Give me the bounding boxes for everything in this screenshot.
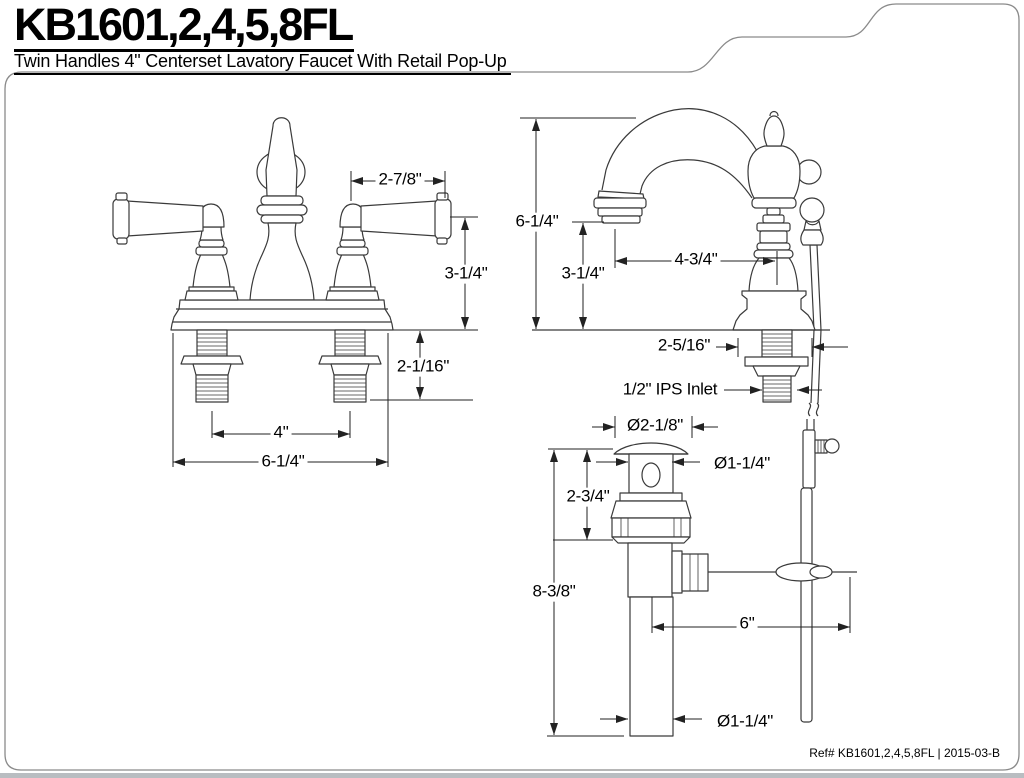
dimension-arrowheads — [173, 119, 850, 735]
shank-right — [318, 329, 382, 403]
dim-spout-reach: 4-3/4" — [671, 250, 721, 270]
page-title: KB1601,2,4,5,8FL — [14, 0, 354, 52]
shank-left — [180, 329, 244, 403]
dim-shank-width: 2-5/16" — [654, 336, 714, 356]
dim-overall-height: 6-1/4" — [512, 212, 562, 232]
handle-right — [325, 192, 452, 301]
faucet-front-view — [112, 117, 452, 403]
handle-left — [112, 192, 239, 301]
dim-handle-length: 2-7/8" — [375, 170, 425, 190]
faucet-side-view — [532, 108, 857, 737]
dim-shank-depth: 2-1/16" — [393, 357, 453, 377]
dim-lift-rod-length: 6" — [736, 614, 758, 634]
pop-up-drain — [610, 442, 709, 737]
page-subtitle: Twin Handles 4" Centerset Lavatory Fauce… — [14, 52, 511, 75]
dim-handle-height: 3-1/4" — [441, 264, 491, 284]
label-ips-inlet: 1/2" IPS Inlet — [619, 380, 721, 400]
lift-rod — [799, 197, 825, 331]
dim-drain-upper-height: 2-3/4" — [563, 487, 613, 507]
lift-rod-lower — [800, 329, 840, 723]
dim-drain-flange-diameter: Ø2-1/8" — [624, 416, 686, 436]
dim-overall-width: 6-1/4" — [258, 452, 308, 472]
dim-drain-body-diameter: Ø1-1/4" — [711, 454, 773, 474]
reference-number: Ref# KB1601,2,4,5,8FL | 2015-03-B — [809, 746, 1000, 760]
page-edge — [0, 773, 1024, 778]
sheet-border — [4, 3, 1020, 771]
dim-tailpiece-diameter: Ø1-1/4" — [714, 712, 776, 732]
supply-shank — [744, 329, 809, 403]
dim-spout-height: 3-1/4" — [558, 264, 608, 284]
ball-rod — [708, 562, 857, 582]
dim-drain-overall-height: 8-3/8" — [529, 582, 579, 602]
dim-faucet-centers: 4" — [270, 423, 292, 443]
